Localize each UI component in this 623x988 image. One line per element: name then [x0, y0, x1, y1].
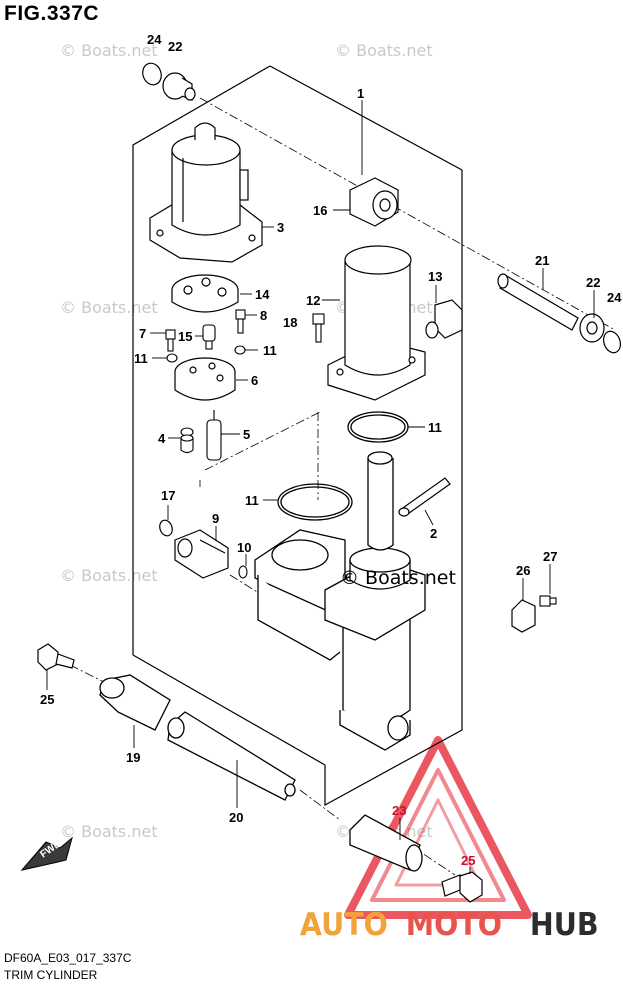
watermark: © Boats.net — [60, 822, 158, 841]
callout-11: 11 — [263, 343, 277, 358]
plug-13 — [425, 299, 463, 339]
brand-logo-part3: HUB — [530, 907, 599, 943]
callout-labels: 24 22 1 16 3 21 22 24 13 12 18 14 8 7 15… — [40, 32, 622, 868]
watermark: © Boats.net — [60, 566, 158, 585]
callout-8: 8 — [260, 308, 267, 323]
callout-7: 7 — [139, 326, 146, 341]
alignment-lines — [69, 97, 616, 876]
assembly-frame — [132, 65, 463, 807]
bolt-7 — [165, 329, 176, 352]
callout-11: 11 — [134, 351, 148, 366]
callout-11: 11 — [245, 493, 259, 508]
callout-4: 4 — [158, 431, 166, 446]
pump-6 — [174, 357, 236, 401]
trim-cylinder-body — [254, 451, 426, 751]
callout-16: 16 — [313, 203, 327, 218]
callout-18: 18 — [283, 315, 297, 330]
callout-21: 21 — [535, 253, 549, 268]
callout-13: 13 — [428, 269, 442, 284]
brand-logo-text: AUTO MOTO HUB — [300, 907, 599, 943]
callout-14: 14 — [255, 287, 270, 302]
watermark: © Boats.net — [335, 41, 433, 60]
watermark: © Boats.net — [60, 41, 158, 60]
bolt-25-left — [37, 643, 75, 671]
fwd-arrow: FWD — [20, 836, 73, 871]
callout-6: 6 — [251, 373, 258, 388]
circlip-24-right — [602, 330, 622, 354]
valve-5 — [206, 410, 222, 461]
callout-17: 17 — [161, 488, 175, 503]
leader-lines — [46, 100, 595, 874]
piston-rod-2 — [398, 477, 451, 517]
pipe-20 — [167, 711, 296, 801]
callout-11: 11 — [428, 420, 442, 435]
callout-26: 26 — [516, 563, 530, 578]
brand-logo-triangle — [344, 736, 532, 919]
callout-20: 20 — [229, 810, 243, 825]
manual-valve-9 — [174, 529, 229, 579]
callout-12: 12 — [306, 293, 320, 308]
callout-9: 9 — [212, 511, 219, 526]
bush-26 — [511, 599, 536, 633]
bolt-27 — [539, 595, 557, 607]
pump-plate-14 — [171, 274, 239, 313]
callout-24: 24 — [607, 290, 622, 305]
valve-15 — [202, 324, 216, 350]
callout-22: 22 — [168, 39, 182, 54]
watermark: © Boats.net — [60, 298, 158, 317]
callout-15: 15 — [178, 329, 192, 344]
callout-22: 22 — [586, 275, 600, 290]
callout-25: 25 — [40, 692, 54, 707]
callout-19: 19 — [126, 750, 140, 765]
callout-23: 23 — [392, 803, 406, 818]
o-ring-10 — [238, 565, 248, 579]
circlip-24 — [142, 62, 162, 86]
bush-16 — [349, 177, 399, 227]
bush-22-right — [579, 313, 605, 343]
bolt-8 — [235, 309, 246, 334]
reservoir-12 — [327, 245, 426, 401]
callout-1: 1 — [357, 86, 364, 101]
callout-25: 25 — [461, 853, 475, 868]
o-ring-11-large — [277, 411, 409, 521]
model-code: DF60A_E03_017_337C — [4, 951, 132, 965]
callout-3: 3 — [277, 220, 284, 235]
callout-27: 27 — [543, 549, 557, 564]
tube-19 — [99, 674, 171, 731]
figure-title: FIG.337C — [4, 2, 100, 25]
bush-22 — [162, 72, 196, 101]
watermark-center: © Boats.net — [340, 567, 456, 589]
valve-4 — [180, 427, 194, 454]
assembly-name: TRIM CYLINDER — [4, 968, 98, 982]
brand-logo-part2: MOTO — [406, 907, 502, 943]
bolt-18 — [312, 313, 325, 343]
callout-5: 5 — [243, 427, 250, 442]
brand-logo-part1: AUTO — [300, 907, 388, 943]
callout-10: 10 — [237, 540, 251, 555]
pin-23 — [349, 814, 423, 872]
bolt-25-bottom — [441, 871, 483, 903]
callout-24: 24 — [147, 32, 162, 47]
callout-2: 2 — [430, 526, 437, 541]
pin-21 — [497, 273, 579, 331]
circlip-17 — [159, 519, 173, 537]
trim-motor-3 — [149, 122, 263, 263]
